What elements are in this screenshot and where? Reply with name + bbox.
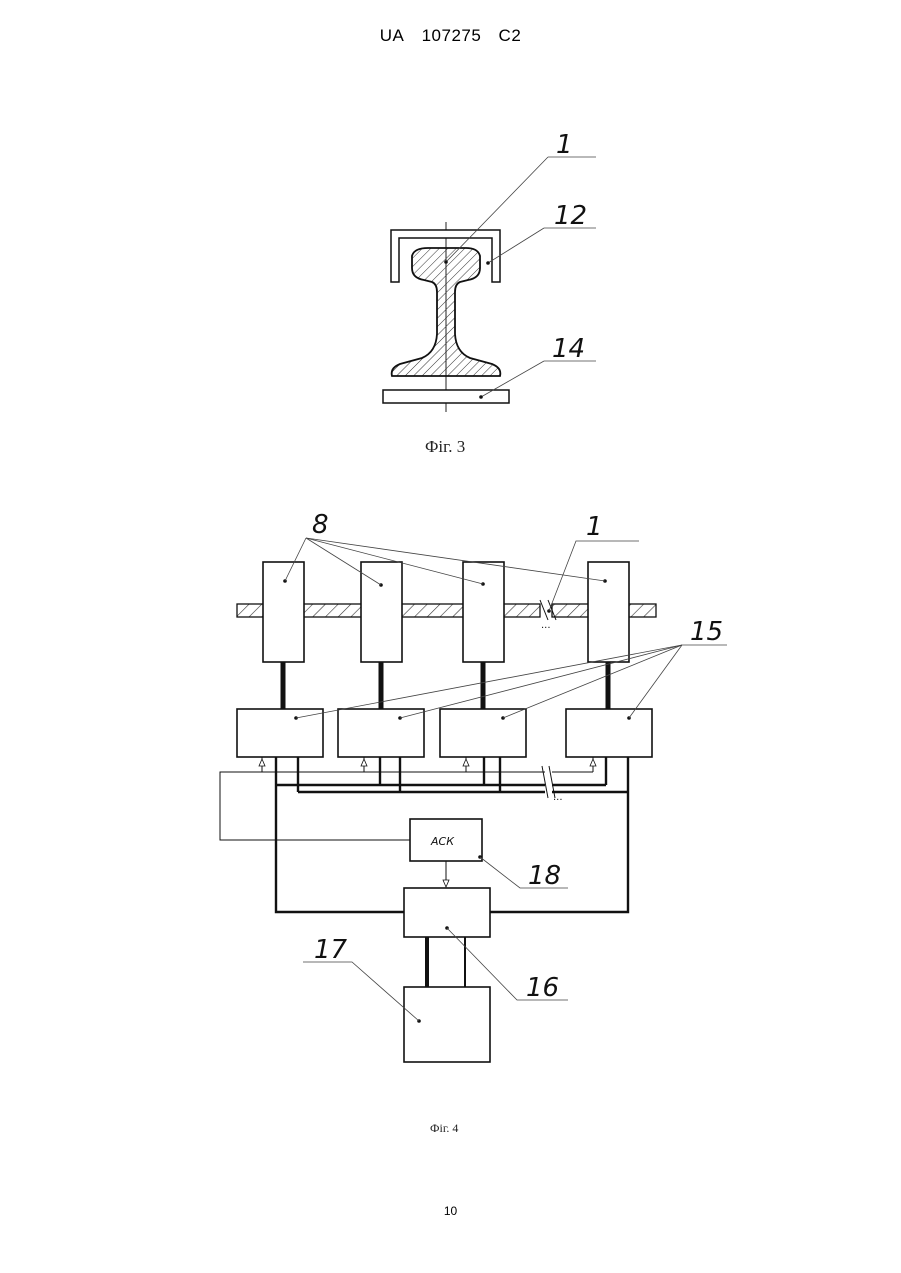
label-controller-fig4: 16 xyxy=(526,973,559,1003)
module-block xyxy=(338,709,424,757)
figure-4-drawing: АСК 8 1 15 18 16 17 ... ... xyxy=(0,0,901,1110)
label-ack-fig4: 18 xyxy=(528,861,561,891)
ellipsis-bus: ... xyxy=(553,792,563,803)
label-rail-fig4: 1 xyxy=(586,512,603,542)
sensor-block xyxy=(463,562,504,662)
figure-4-caption: Фіг. 4 xyxy=(430,1121,458,1136)
label-modules-fig4: 15 xyxy=(690,617,723,647)
computer-block xyxy=(404,987,490,1062)
label-sensors-fig4: 8 xyxy=(312,510,329,540)
sensor-block xyxy=(588,562,629,662)
sensor-block xyxy=(361,562,402,662)
label-computer-fig4: 17 xyxy=(314,935,348,965)
sensor-block xyxy=(263,562,304,662)
page-number: 10 xyxy=(0,1204,901,1218)
module-block xyxy=(237,709,323,757)
module-block xyxy=(566,709,652,757)
ellipsis-rail: ... xyxy=(541,620,551,631)
module-block xyxy=(440,709,526,757)
ack-block-label: АСК xyxy=(430,835,455,848)
